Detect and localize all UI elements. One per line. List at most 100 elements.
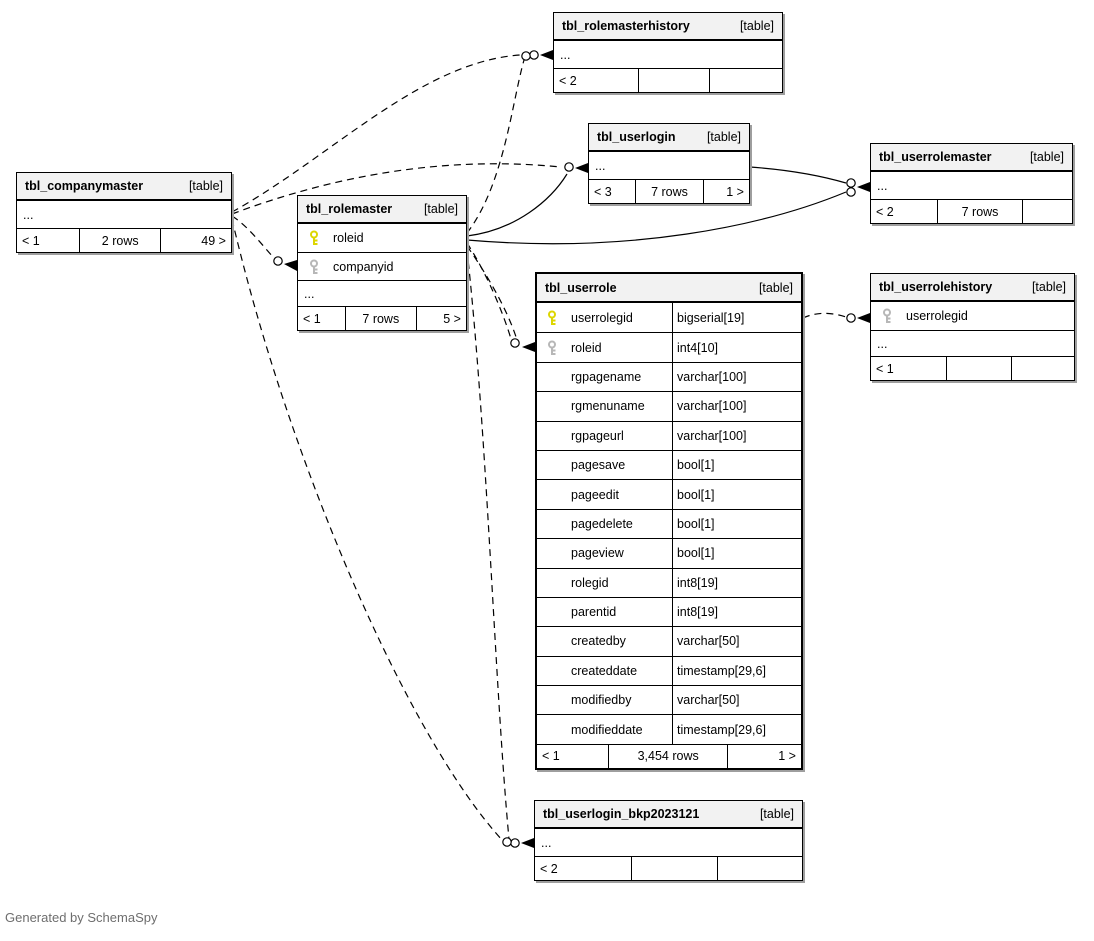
column-type: int8[19] [672, 568, 801, 597]
column-row: createdby varchar[50] [537, 626, 801, 656]
table-name[interactable]: tbl_userlogin [597, 130, 676, 144]
related-from-count: < 1 [876, 361, 894, 376]
ellipsis-row: ... [871, 172, 1072, 199]
related-to-count [716, 857, 802, 880]
column-row: rgpageurl varchar[100] [537, 420, 801, 450]
table-name[interactable]: tbl_userrolemaster [879, 150, 992, 164]
table-footer: < 1 7 rows 5 > [298, 306, 466, 330]
column-name: roleid [571, 340, 602, 355]
column-name: pageview [571, 546, 624, 561]
edge-companymaster-userloginbkp [231, 218, 504, 842]
column-type: bool[1] [672, 509, 801, 539]
table-type-tag: [table] [423, 202, 458, 216]
table-header: tbl_companymaster [table] [17, 173, 231, 201]
table-footer: < 1 3,454 rows 1 > [537, 743, 801, 768]
column-row: modifieddate timestamp[29,6] [537, 714, 801, 744]
column-row: pagedelete bool[1] [537, 508, 801, 539]
row-count: 7 rows [635, 180, 702, 203]
related-to-count [709, 69, 782, 92]
column-row: pagesave bool[1] [537, 449, 801, 480]
column-type: varchar[100] [672, 362, 801, 392]
ellipsis-label: ... [877, 178, 888, 193]
table-name[interactable]: tbl_companymaster [25, 179, 144, 193]
edge-rolemaster-rolemasterhistory [466, 59, 525, 234]
table-entity-rolemasterhistory: tbl_rolemasterhistory [table] ... < 2 [553, 12, 783, 93]
table-footer: < 3 7 rows 1 > [589, 179, 749, 203]
row-count [631, 857, 716, 880]
column-type: varchar[50] [672, 686, 801, 715]
connector-endpoint-rolemasterhistory [521, 50, 553, 61]
column-row: roleid [298, 224, 466, 252]
connector-endpoint-userlogin [564, 162, 588, 173]
table-footer: < 1 [871, 356, 1074, 380]
ellipsis-label: ... [23, 207, 34, 222]
table-entity-userrolehistory: tbl_userrolehistory [table] userrolegid … [870, 273, 1075, 381]
table-entity-userlogin-bkp2023121: tbl_userlogin_bkp2023121 [table] ... < 2 [534, 800, 803, 881]
table-type-tag: [table] [758, 280, 793, 295]
column-name: createddate [571, 663, 638, 678]
ellipsis-label: ... [595, 158, 606, 173]
table-name[interactable]: tbl_userlogin_bkp2023121 [543, 807, 700, 821]
column-type: bool[1] [672, 480, 801, 509]
column-row: pageedit bool[1] [537, 479, 801, 509]
table-entity-companymaster: tbl_companymaster [table] ... < 1 2 rows… [16, 172, 232, 253]
foreign-key-icon [310, 259, 318, 274]
column-row: rgpagename varchar[100] [537, 361, 801, 392]
table-entity-userrole: tbl_userrole [table] userrolegid bigseri… [535, 272, 803, 770]
table-header: tbl_userrole [table] [537, 274, 801, 303]
ellipsis-label: ... [877, 336, 888, 351]
edge-rolemaster-userrole-b [466, 245, 518, 341]
related-from-count: < 2 [559, 73, 577, 88]
column-name: rgmenuname [571, 399, 645, 414]
edge-rolemaster-userrole-a [466, 242, 512, 340]
row-count: 2 rows [79, 229, 160, 252]
table-name[interactable]: tbl_rolemaster [306, 202, 393, 216]
table-name[interactable]: tbl_userrole [545, 280, 617, 295]
edge-userlogin-userrolemaster [749, 166, 847, 184]
column-row: rolegid int8[19] [537, 567, 801, 597]
ellipsis-row: ... [871, 330, 1074, 356]
column-row: userrolegid bigserial[19] [537, 303, 801, 333]
connector-endpoint-userrolehistory [846, 313, 870, 323]
related-from-count: < 2 [876, 204, 894, 219]
ellipsis-row: ... [554, 41, 782, 68]
edge-companymaster-rolemaster [231, 215, 275, 259]
related-from-count: < 2 [540, 861, 558, 876]
column-type: bool[1] [672, 539, 801, 568]
table-type-tag: [table] [706, 130, 741, 144]
edge-rolemaster-userrolemaster [466, 191, 847, 245]
column-row: createddate timestamp[29,6] [537, 655, 801, 686]
related-to-count: 1 > [727, 744, 801, 768]
ellipsis-row: ... [298, 280, 466, 306]
column-type: int8[19] [672, 597, 801, 627]
row-count: 7 rows [345, 307, 416, 330]
column-name: pageedit [571, 487, 619, 502]
primary-key-icon [548, 310, 556, 325]
table-name[interactable]: tbl_userrolehistory [879, 280, 993, 294]
edge-rolemaster-userlogin [466, 173, 568, 237]
related-to-count: 5 > [415, 307, 466, 330]
table-name[interactable]: tbl_rolemasterhistory [562, 19, 690, 33]
ellipsis-label: ... [560, 47, 571, 62]
related-from-count: < 1 [542, 749, 560, 764]
table-footer: < 2 7 rows [871, 199, 1072, 223]
ellipsis-row: ... [535, 829, 802, 856]
row-count: 3,454 rows [608, 744, 727, 768]
connector-endpoint-userrole-roleid [510, 338, 535, 352]
column-name: parentid [571, 605, 617, 620]
primary-key-icon [310, 230, 318, 245]
table-entity-userrolemaster: tbl_userrolemaster [table] ... < 2 7 row… [870, 143, 1073, 224]
edge-userrole-userrolehistory [802, 312, 847, 319]
table-type-tag: [table] [759, 807, 794, 821]
related-to-count [1021, 200, 1072, 223]
column-row: pageview bool[1] [537, 538, 801, 568]
column-row: rgmenuname varchar[100] [537, 391, 801, 421]
related-from-count: < 1 [303, 311, 321, 326]
column-name: userrolegid [571, 310, 633, 325]
row-count [638, 69, 709, 92]
column-name: modifieddate [571, 722, 643, 737]
column-row: roleid int4[10] [537, 332, 801, 362]
table-header: tbl_rolemasterhistory [table] [554, 13, 782, 41]
